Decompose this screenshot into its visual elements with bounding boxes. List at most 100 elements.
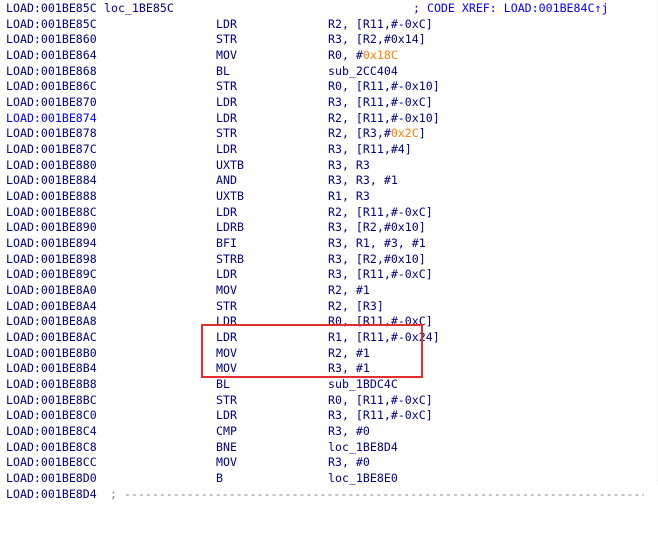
instruction-operands[interactable]: R1, [R11,#-0x24]: [328, 329, 440, 345]
location-label[interactable]: loc_1BE85C: [104, 1, 174, 15]
instruction-operands[interactable]: loc_1BE8D4: [328, 439, 398, 455]
disassembly-listing[interactable]: LOAD:001BE85C loc_1BE85C ; CODE XREF: LO…: [0, 0, 658, 501]
instruction-operands[interactable]: R3, #0: [328, 454, 370, 470]
operand-text: R3, [R11,#-0xC]: [328, 267, 433, 282]
instruction-operands[interactable]: R3, R3, #1: [328, 172, 398, 188]
instruction-mnemonic: BL: [216, 376, 230, 391]
operand-text: R3, [R2,#0x10]: [328, 220, 426, 235]
instruction-address: LOAD:001BE864: [6, 48, 97, 62]
instruction-operands[interactable]: R3, [R2,#0x10]: [328, 219, 426, 235]
instruction-mnemonic: LDR: [216, 329, 237, 344]
instruction-operands[interactable]: R0, [R11,#-0x10]: [328, 78, 440, 94]
instruction-address: LOAD:001BE86C: [6, 79, 97, 94]
instruction-operands[interactable]: R3, #0: [328, 423, 370, 439]
operand-suffix: ]: [418, 126, 426, 141]
instruction-mnemonic: LDR: [216, 16, 237, 31]
operand-text: R3, R3: [328, 157, 370, 172]
instruction-address: LOAD:001BE8A0: [6, 282, 97, 297]
instruction-operands[interactable]: R3, [R2,#0x14]: [328, 31, 426, 47]
instruction-operands[interactable]: R2, [R3,#0x2C]: [328, 125, 426, 141]
instruction-operands[interactable]: R3, [R11,#-0xC]: [328, 94, 433, 110]
operand-text: loc_1BE8D4: [328, 439, 398, 454]
instruction-mnemonic: STR: [216, 79, 237, 94]
operand-text: sub_2CC404: [328, 63, 398, 78]
instruction-operands[interactable]: R2, [R11,#-0xC]: [328, 16, 433, 32]
instruction-address: LOAD:001BE89C: [6, 267, 97, 282]
instruction-mnemonic: STR: [216, 32, 237, 47]
instruction-address: LOAD:001BE8BC: [6, 392, 97, 407]
instruction-operands[interactable]: R2, [R3]: [328, 298, 384, 314]
instruction-address: LOAD:001BE8B4: [6, 361, 97, 376]
xref-comment[interactable]: ; CODE XREF: LOAD:001BE84C↑j: [413, 1, 609, 15]
instruction-row[interactable]: LOAD:001BE874 LDR R2, [R11,#-0x10]: [0, 110, 658, 126]
operand-text: R3, R3, #1: [328, 173, 398, 188]
instruction-operands[interactable]: R3, R1, #3, #1: [328, 235, 426, 251]
instruction-operands[interactable]: R2, #1: [328, 282, 370, 298]
instruction-address: LOAD:001BE874: [6, 110, 97, 125]
instruction-address: LOAD:001BE87C: [6, 141, 97, 156]
header-row[interactable]: LOAD:001BE85C loc_1BE85C ; CODE XREF: LO…: [0, 0, 658, 16]
operand-text: R3, #0: [328, 455, 370, 470]
instruction-operands[interactable]: R3, R3: [328, 157, 370, 173]
instruction-operands[interactable]: R3, [R11,#4]: [328, 141, 412, 157]
instruction-operands[interactable]: R0, #0x18C: [328, 47, 398, 63]
instruction-operands[interactable]: sub_2CC404: [328, 63, 398, 79]
footer-row[interactable]: LOAD:001BE8D4 ; ------------------------…: [0, 486, 658, 502]
instruction-operands[interactable]: sub_1BDC4C: [328, 376, 398, 392]
instruction-operands[interactable]: R3, [R11,#-0xC]: [328, 266, 433, 282]
instruction-operands[interactable]: R0, [R11,#-0xC]: [328, 313, 433, 329]
instruction-operands[interactable]: R2, [R11,#-0xC]: [328, 204, 433, 220]
footer-address: LOAD:001BE8D4: [6, 486, 97, 501]
instruction-address: LOAD:001BE890: [6, 220, 97, 235]
instruction-mnemonic: BNE: [216, 439, 237, 454]
instruction-mnemonic: CMP: [216, 423, 237, 438]
instruction-operands[interactable]: R3, [R2,#0x10]: [328, 251, 426, 267]
instruction-row[interactable]: LOAD:001BE864 MOV R0, #0x18C: [0, 47, 658, 63]
operand-text: R2, [R3,#: [328, 126, 391, 141]
instruction-operands[interactable]: R2, #1: [328, 345, 370, 361]
instruction-row[interactable]: LOAD:001BE890 LDRB R3, [R2,#0x10]: [0, 219, 658, 235]
instruction-operands[interactable]: R3, [R11,#-0xC]: [328, 407, 433, 423]
instruction-mnemonic: LDR: [216, 95, 237, 109]
operand-text: loc_1BE8E0: [328, 470, 398, 485]
instruction-mnemonic: LDRB: [216, 220, 244, 235]
instruction-operands[interactable]: loc_1BE8E0: [328, 470, 398, 486]
operand-text: R2, [R11,#-0xC]: [328, 16, 433, 31]
operand-text: R2, #1: [328, 282, 370, 297]
instruction-row[interactable]: LOAD:001BE86C STR R0, [R11,#-0x10]: [0, 78, 658, 94]
instruction-mnemonic: LDR: [216, 110, 237, 125]
instruction-operands[interactable]: R1, R3: [328, 188, 370, 204]
operand-text: R2, [R3]: [328, 298, 384, 313]
instruction-operands[interactable]: R3, #1: [328, 360, 370, 376]
instruction-address: LOAD:001BE8D0: [6, 470, 97, 485]
instruction-mnemonic: MOV: [216, 48, 237, 62]
instruction-operands[interactable]: R0, [R11,#-0xC]: [328, 392, 433, 408]
instruction-operands[interactable]: R2, [R11,#-0x10]: [328, 110, 440, 126]
